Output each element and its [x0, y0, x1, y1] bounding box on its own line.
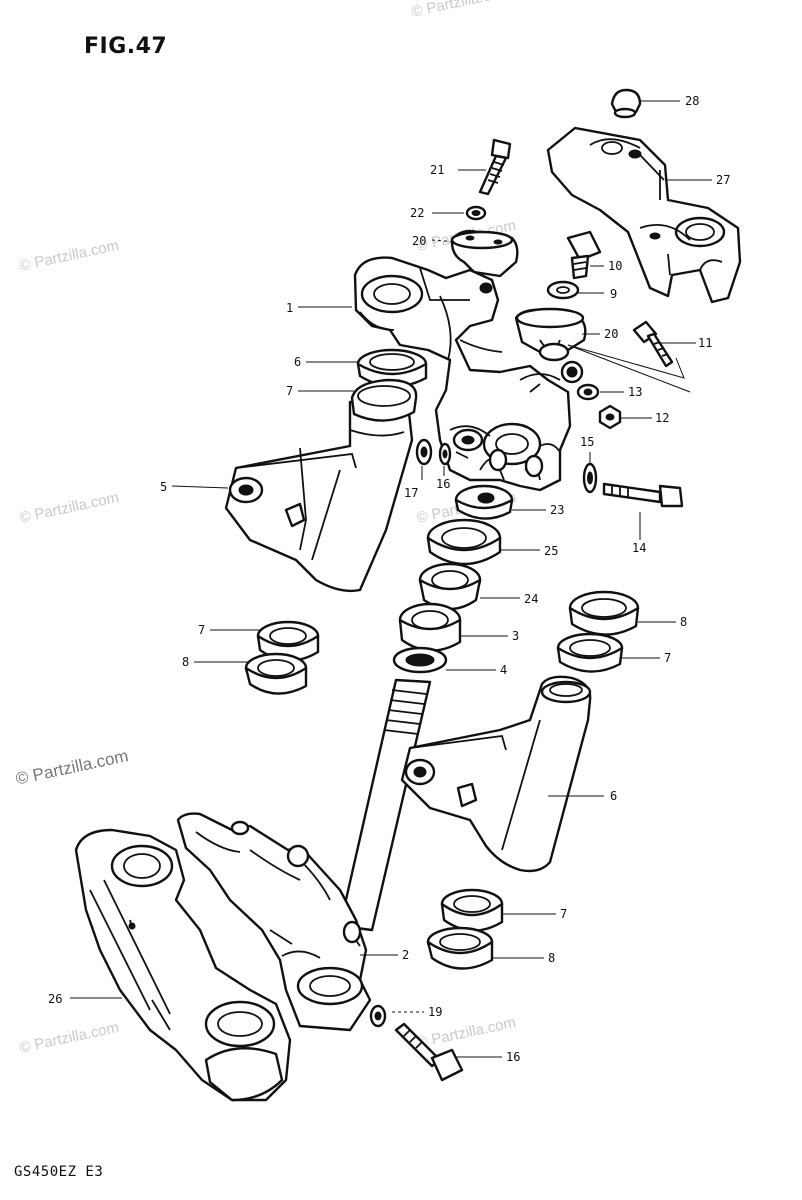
callout-9: 9 — [610, 287, 617, 301]
part-19-washer — [369, 1004, 387, 1028]
callout-7c: 7 — [664, 651, 671, 665]
callout-22: 22 — [410, 206, 424, 220]
callout-16a: 16 — [436, 477, 450, 491]
part-9-washer — [546, 280, 580, 300]
part-7-ring-right-upper — [556, 632, 624, 673]
part-2-steering-stem — [176, 678, 432, 1032]
callout-7b: 7 — [198, 623, 205, 637]
part-1-upper-bracket — [353, 256, 572, 492]
callout-1: 1 — [286, 301, 293, 315]
callout-28: 28 — [685, 94, 699, 108]
callout-23: 23 — [550, 503, 564, 517]
model-code: GS450EZ E3 — [14, 1164, 104, 1180]
part-8-seal-right-upper — [568, 590, 640, 636]
callout-11: 11 — [698, 336, 712, 350]
part-7-ring-right-lower — [440, 888, 504, 932]
callout-8c: 8 — [548, 951, 555, 965]
callout-7d: 7 — [560, 907, 567, 921]
callout-20a: 20 — [412, 234, 426, 248]
part-13-washer — [576, 383, 600, 401]
part-6-fork-clamp-right — [400, 675, 592, 873]
part-20-lower-holder — [450, 229, 519, 278]
part-28-cap — [610, 88, 642, 119]
callout-labels: 28 27 21 22 20 10 9 1 20 11 6 13 7 12 15… — [160, 94, 730, 965]
part-8-seal-left — [244, 652, 308, 695]
part-27-handlebar-holder — [546, 126, 742, 304]
callout-10: 10 — [608, 259, 622, 273]
figure-title: FIG.47 — [84, 34, 168, 59]
leader-lines — [70, 100, 712, 1058]
part-21-bolt — [478, 138, 512, 196]
part-8-seal-right-lower — [426, 926, 494, 970]
callout-15: 15 — [580, 435, 594, 449]
part-7-ring-upper — [350, 378, 418, 422]
callout-6b: 6 — [610, 789, 617, 803]
part-16-washer — [438, 442, 452, 466]
part-23-nut — [454, 484, 514, 520]
part-22-nut — [465, 205, 487, 221]
part-14-bolt — [602, 482, 684, 508]
callout-5: 5 — [160, 480, 167, 494]
callout-6a: 6 — [294, 355, 301, 369]
part-15-washer — [582, 462, 598, 494]
callout-2: 2 — [402, 948, 409, 962]
callout-20b: 20 — [604, 327, 618, 341]
part-20-lower-holder-2 — [514, 307, 587, 384]
callout-21: 21 — [430, 163, 444, 177]
part-7-ring-left — [256, 620, 320, 662]
part-6-seal-upper — [356, 348, 428, 388]
callout-13: 13 — [628, 385, 642, 399]
part-16-bolt — [394, 1022, 464, 1082]
callout-12: 12 — [655, 411, 669, 425]
callout-25: 25 — [544, 544, 558, 558]
part-10-bolt — [566, 230, 602, 280]
callout-7a: 7 — [286, 384, 293, 398]
part-26-lower-bracket — [74, 828, 292, 1102]
callout-3: 3 — [512, 629, 519, 643]
part-11-bolt — [632, 320, 674, 368]
part-5-fork-clamp-left — [224, 400, 414, 593]
part-25-dust-seal — [426, 518, 502, 566]
part-3-bearing — [398, 602, 462, 652]
callout-4: 4 — [500, 663, 507, 677]
part-24-bearing — [418, 562, 482, 611]
callout-8b: 8 — [182, 655, 189, 669]
callout-8a: 8 — [680, 615, 687, 629]
callout-27: 27 — [716, 173, 730, 187]
part-4-race — [392, 646, 448, 674]
part-17-nut — [415, 438, 433, 466]
part-12-nut — [598, 404, 622, 430]
